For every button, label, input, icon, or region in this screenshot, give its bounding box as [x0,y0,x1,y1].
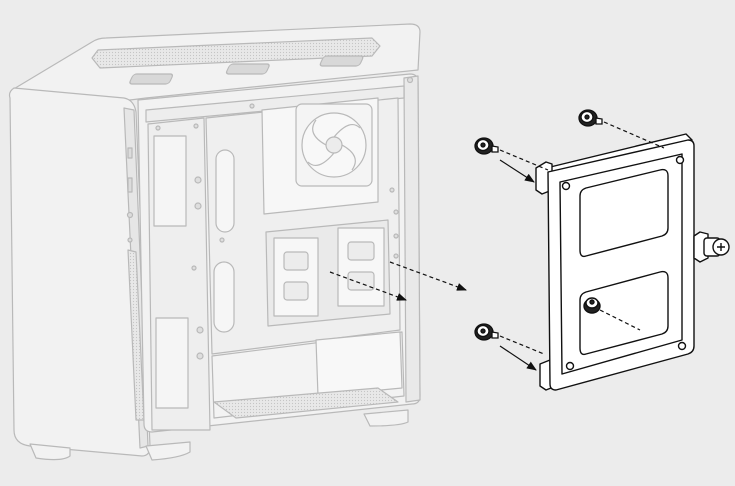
rear-frame-edge [403,75,421,403]
bracket-cutout-upper [579,168,669,258]
guide-bottom-left [499,335,545,355]
grommet-2 [213,261,235,333]
mounted-ssd-right [337,227,385,307]
bottom-filter [213,387,399,419]
thumbscrew-icon [578,109,603,127]
front-io-button [126,211,134,219]
drive-cage-lower [155,317,189,409]
foot-front-left [29,443,71,461]
psu-bay-cutout [315,331,403,397]
guide-lines [499,121,665,355]
chassis-screw-holes [155,76,414,360]
top-mesh-vent [91,37,381,69]
thumbscrew-icon [474,323,499,341]
front-io-port-1 [127,147,133,159]
foot-rear [363,409,409,427]
guide-top-left [499,149,549,171]
top-fan-slot-2 [225,63,270,75]
foot-front-right [145,441,191,461]
top-fan-slot-3 [319,55,364,67]
grommet-1 [215,149,235,233]
ssd-mounting-bracket [535,133,730,391]
bracket-plate [547,139,695,391]
loose-screws [474,109,603,341]
pc-case-illustration [8,23,421,461]
front-io-port-2 [127,177,133,193]
thumbscrew-icon [474,137,499,155]
guide-top-right [603,121,665,149]
mounted-ssd-left [273,237,319,317]
arrows [329,159,537,371]
guide-plate-screw [599,309,641,331]
plate-screw [583,297,601,314]
bracket-cutout-lower [579,270,669,356]
bracket-holes [561,155,687,371]
bracket-side-thumbscrew [693,231,730,263]
arrow-icon [499,159,535,183]
drive-cage-upper [153,135,187,227]
bracket-inner-border [559,153,683,375]
top-rail [145,85,405,123]
front-io-led [127,237,133,243]
top-fan-slot-1 [129,73,174,85]
rear-fan [295,103,373,187]
arrow-icon [499,345,537,371]
